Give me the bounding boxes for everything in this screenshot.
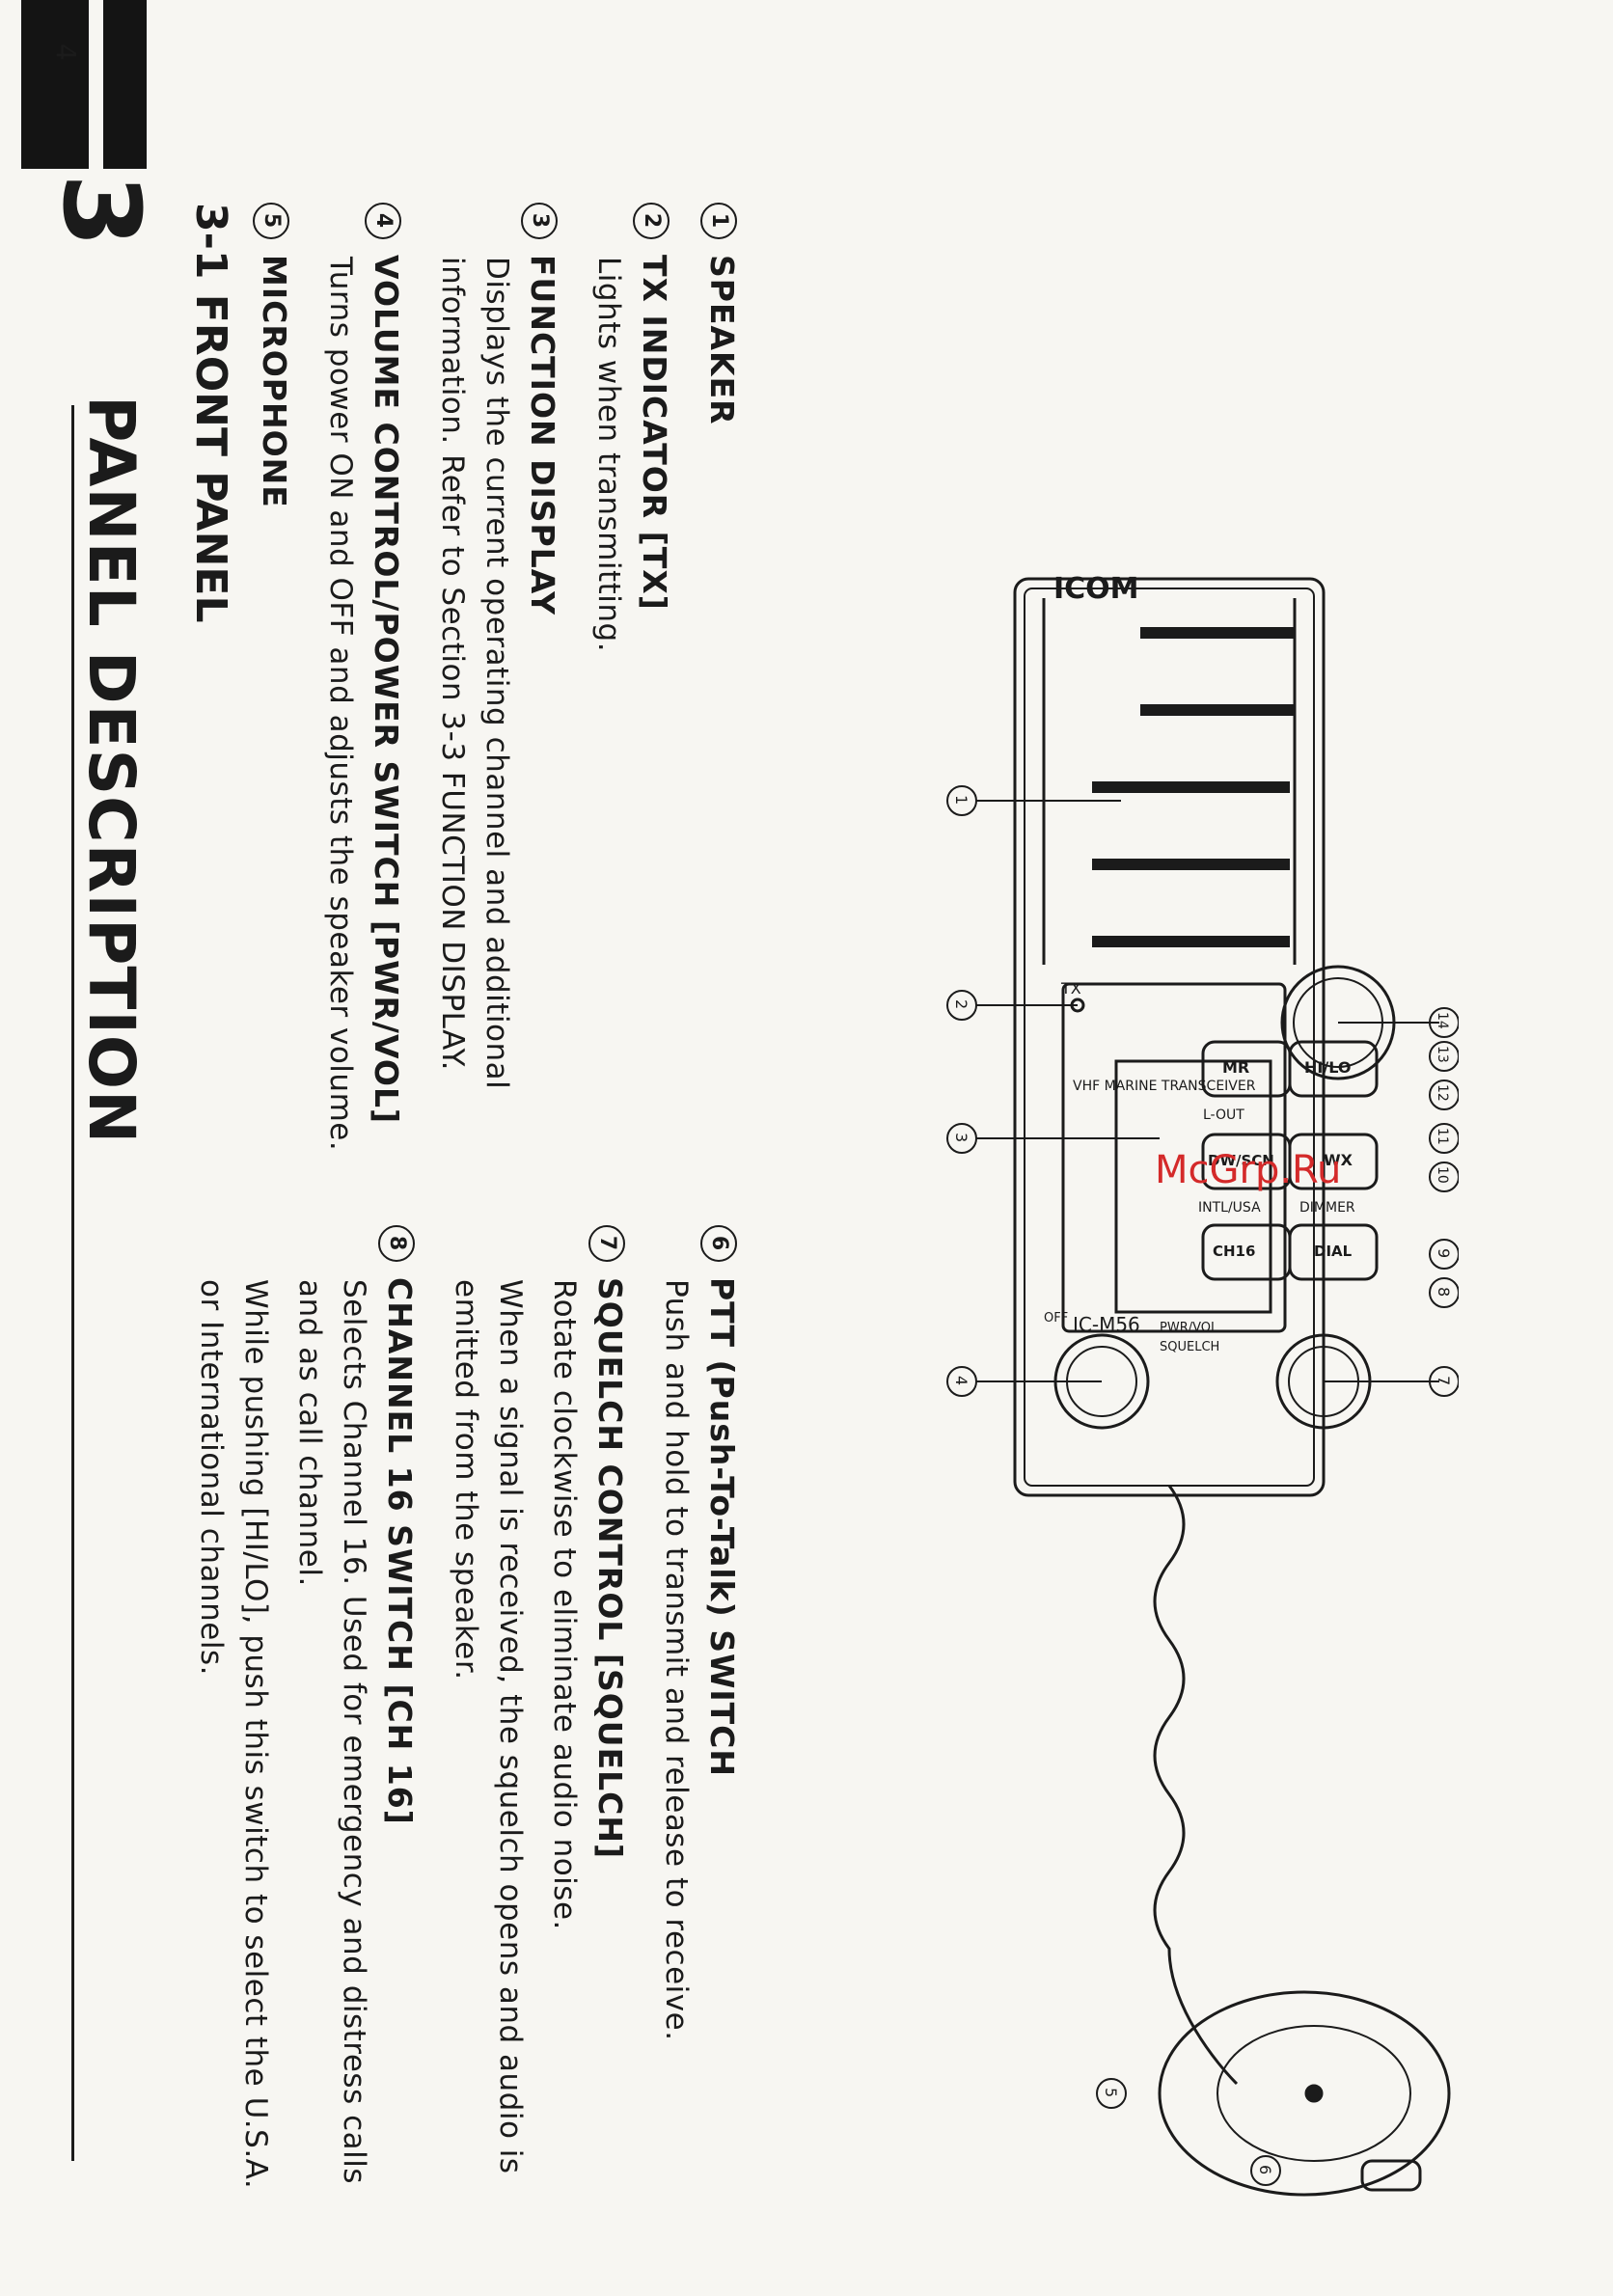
item-description: Turns power ON and OFF and adjusts the s… [323,257,358,1152]
watermark: McGrp.Ru [1155,1148,1342,1192]
wx-button-label: WX [1324,1151,1353,1169]
item-number: 3 [521,203,558,239]
item-number: 7 [588,1225,625,1262]
speaker-grille [1042,598,1297,965]
chapter-number: 3 [40,174,163,248]
brand-logo: ICOM [1053,572,1139,606]
item-number: 2 [633,203,670,239]
ptt-switch-shape [1360,2159,1422,2192]
item-3: 3FUNCTION DISPLAY Displays the current o… [430,203,565,1216]
item-title: VOLUME CONTROL/POWER SWITCH [PWR/VOL] [368,255,405,1125]
chapter-tab-bar [103,0,147,169]
item-description: Rotate clockwise to eliminate audio nois… [547,1279,582,1930]
dial-button-shape [1288,1223,1379,1281]
callout-7: 7 [1435,1376,1453,1385]
item-5: 5MICROPHONE [251,203,297,1216]
item-description: Selects Channel 16. Used for emergency a… [292,1279,371,2185]
item-number: 6 [700,1225,737,1262]
callout-markers: 1 2 3 4 5 6 7 8 9 10 11 12 13 1 [946,785,1459,2186]
item-description: Displays the current operating channel a… [435,257,514,1090]
callout-14: 14 [1435,1012,1450,1029]
tx-label: TX [1060,979,1081,998]
item-number: 4 [365,203,401,239]
section-title: 3-1 FRONT PANEL [186,203,235,623]
title-rule [71,405,74,2161]
dwscn-button-label: DW/SCN [1208,1152,1274,1169]
microphone-body [1158,1990,1451,2197]
callout-4: 4 [952,1376,971,1385]
item-number: 8 [378,1225,415,1262]
items-column-right: 6PTT (Push-To-Talk) SWITCH Push and hold… [168,1225,745,2190]
squelch-label: SQUELCH [1160,1340,1219,1354]
hilo-button-label: HI/LO [1304,1058,1351,1077]
callout-8: 8 [1435,1287,1453,1297]
item-7: 7SQUELCH CONTROL [SQUELCH] Rotate clockw… [444,1225,633,2190]
chapter-tab-bar [21,0,89,169]
callout-11: 11 [1435,1128,1450,1145]
wx-button-shape [1288,1133,1379,1190]
item-6: 6PTT (Push-To-Talk) SWITCH Push and hold… [654,1225,745,2190]
callout-12: 12 [1435,1084,1450,1102]
item-4: 4VOLUME CONTROL/POWER SWITCH [PWR/VOL] T… [318,203,409,1216]
display-panel [1061,982,1287,1333]
callout-13: 13 [1435,1046,1450,1063]
item-title: CHANNEL 16 SWITCH [CH 16] [381,1277,419,1825]
dimmer-label: DIMMER [1299,1200,1355,1216]
lcd [1114,1059,1272,1314]
mic-cord [1153,1485,1239,2086]
chapter-title: PANEL DESCRIPTION [74,396,149,1145]
item-2: 2 TX INDICATOR [TX] Lights when transmitt… [587,203,677,1216]
callout-2: 2 [952,999,971,1009]
item-number: 1 [700,203,737,239]
item-description: When a signal is received, the squelch o… [449,1279,528,2174]
lout-label: L-OUT [1203,1107,1244,1123]
item-number: 5 [253,203,289,239]
off-label: OFF [1044,1311,1068,1326]
item-8: 8CHANNEL 16 SWITCH [CH 16] Selects Chann… [189,1225,423,2190]
callout-3: 3 [952,1133,971,1142]
hilo-button-shape [1288,1040,1379,1098]
model-label: VHF MARINE TRANSCEIVER [1073,1079,1256,1094]
page-number: 4 [50,43,82,61]
item-1: 1SPEAKER [698,203,745,1216]
transceiver-figure: ICOM TX VHF MARINE TRANSCEIVER IC-M56 MR… [946,572,1459,2197]
item-description: While pushing [HI/LO], push this switch … [194,1279,273,2190]
item-title: SQUELCH CONTROL [SQUELCH] [591,1277,629,1860]
item-title: MICROPHONE [256,255,293,508]
mr-button-label: MR [1222,1058,1249,1077]
callout-6: 6 [1256,2165,1274,2174]
pwrvol-label: PWR/VOL [1160,1321,1218,1335]
item-title: PTT (Push-To-Talk) SWITCH [703,1277,741,1777]
items-column-left: 1SPEAKER 2 TX INDICATOR [TX] Lights when … [230,203,745,1216]
ch16-button-label: CH16 [1213,1243,1255,1260]
item-description: Lights when transmitting. [591,257,626,653]
callout-1: 1 [952,795,971,805]
dial-button-label: DIAL [1314,1243,1353,1260]
intlusa-label: INTL/USA [1198,1200,1261,1216]
callout-10: 10 [1435,1166,1450,1184]
item-title: SPEAKER [703,255,741,425]
item-title: FUNCTION DISPLAY [524,255,561,616]
callout-5: 5 [1102,2088,1120,2097]
callout-9: 9 [1435,1248,1453,1258]
item-title: TX INDICATOR [TX] [636,255,673,611]
item-description: Push and hold to transmit and release to… [659,1279,694,2041]
radio-body [1013,577,1326,1497]
model-name: IC-M56 [1073,1313,1140,1336]
